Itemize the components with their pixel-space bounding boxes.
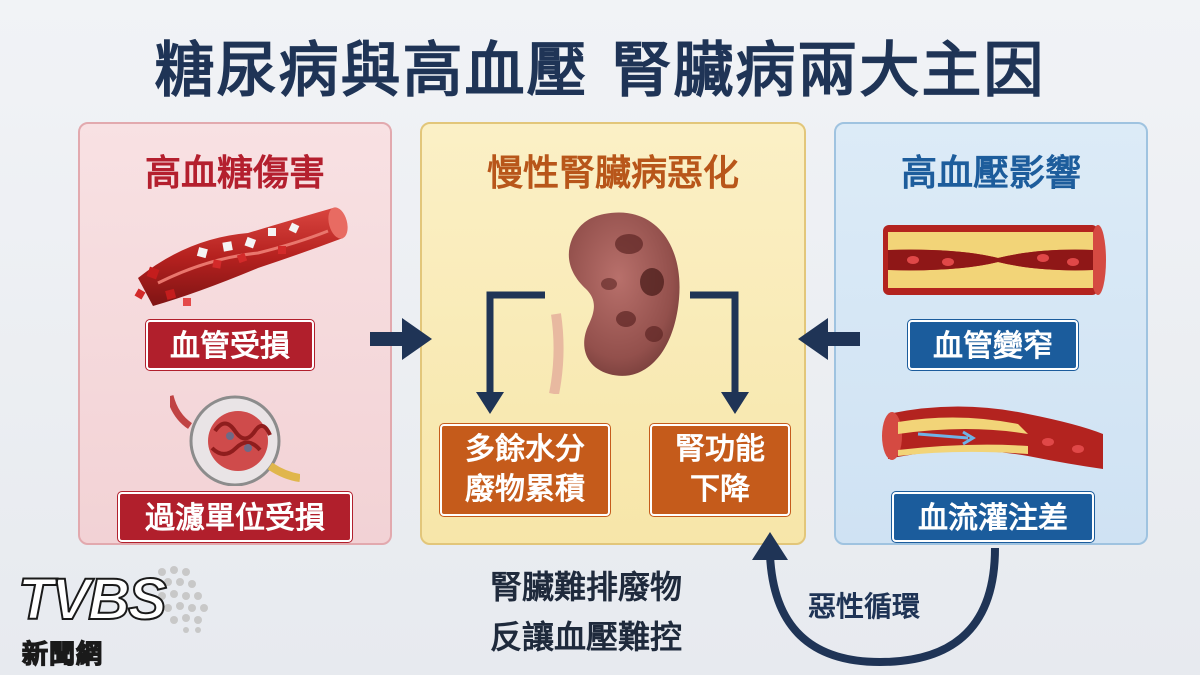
waste-accumulation-text: 廢物累積 (465, 472, 585, 507)
high-blood-sugar-title: 高血糖傷害 (144, 153, 325, 194)
logo-dots-icon (152, 566, 208, 633)
kidney-illustration (549, 212, 680, 394)
hypertension-title: 高血壓影響 (900, 153, 1081, 194)
ckd-worsening-title: 慢性腎臟病惡化 (486, 153, 739, 194)
kidney-right-down-arrowhead-icon (721, 392, 749, 414)
decline-text: 下降 (690, 472, 750, 507)
high-blood-sugar-panel: 高血糖傷害 血管受損 過濾單 (78, 122, 392, 545)
excess-water-waste-box: 多餘水分 廢物累積 (440, 424, 610, 516)
logo-main-text: TVBS (17, 566, 168, 633)
poor-perfusion-label: 血流灌注差 (892, 492, 1094, 542)
excess-water-text: 多餘水分 (465, 432, 585, 467)
vicious-cycle-arrowhead-icon (752, 532, 788, 560)
vessel-narrowing-label: 血管變窄 (908, 320, 1078, 370)
ckd-worsening-panel: 慢性腎臟病惡化 多餘水分 廢物累積 腎功能 下降 (420, 122, 806, 545)
right-to-center-arrow-icon (798, 318, 860, 360)
glomerulus-illustration (170, 395, 300, 486)
vessel-damage-label: 血管受損 (146, 320, 314, 370)
hypertension-panel: 高血壓影響 血管變窄 血流灌注差 (834, 122, 1148, 545)
damaged-vessel-illustration (134, 207, 348, 306)
kidney-left-down-arrow-icon (486, 291, 545, 395)
kidney-function-decline-box: 腎功能 下降 (650, 424, 790, 516)
footer-line-2: 反讓血壓難控 (490, 618, 683, 656)
footer-line-1: 腎臟難排廢物 (490, 568, 683, 606)
left-to-center-arrow-icon (370, 318, 432, 360)
logo-sub-text: 新聞網 (21, 639, 104, 670)
page-title: 糖尿病與高血壓 腎臟病兩大主因 (154, 36, 1046, 106)
vicious-cycle-arrow-icon (766, 547, 999, 667)
kidney-function-text: 腎功能 (675, 432, 765, 467)
vicious-cycle-label: 惡性循環 (808, 590, 921, 623)
poor-perfusion-vessel-illustration (882, 406, 1103, 469)
narrowed-vessel-illustration (883, 225, 1106, 295)
tvbs-logo: TVBS 新聞網 (12, 556, 222, 671)
kidney-right-down-arrow-icon (690, 291, 739, 395)
kidney-left-down-arrowhead-icon (476, 392, 504, 414)
filter-unit-damage-label: 過濾單位受損 (118, 492, 352, 542)
